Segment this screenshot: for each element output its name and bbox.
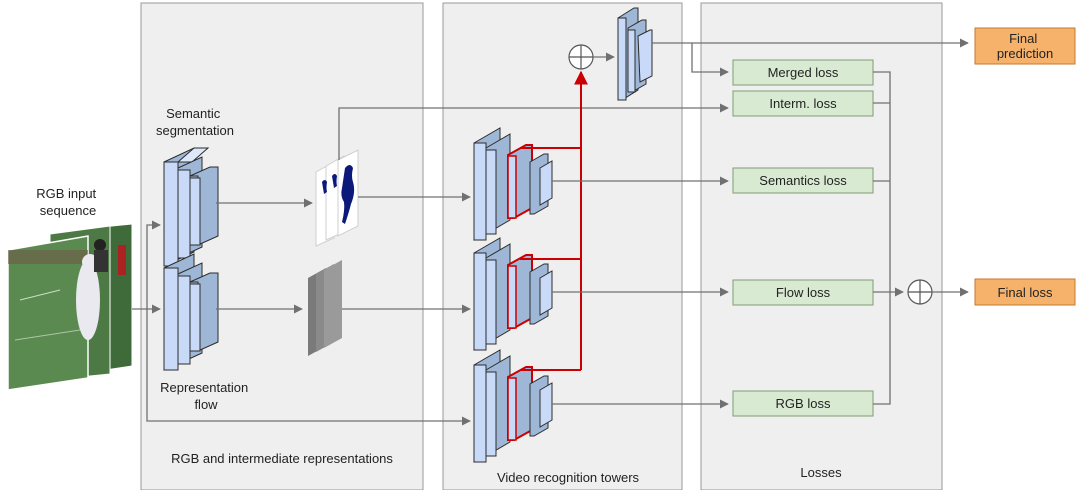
- flow-frames: [308, 260, 342, 356]
- merge-sum-node: [568, 44, 594, 70]
- tower-to-loss-arrows: [552, 38, 969, 409]
- loss-label-flow: Flow loss: [776, 285, 831, 300]
- rgb-input-label: RGB input sequence: [36, 186, 100, 218]
- merged-head: [617, 7, 653, 101]
- loss-box-rgb: RGB loss: [732, 390, 874, 417]
- final-prediction-label-line2: prediction: [997, 46, 1053, 61]
- network-output-arrows: [216, 198, 313, 314]
- representation-flow-label-line1: Representation: [160, 380, 248, 395]
- panel-caption-towers: Video recognition towers: [497, 470, 640, 485]
- final-loss-box: Final loss: [974, 278, 1076, 306]
- loss-box-merged: Merged loss: [732, 59, 874, 86]
- tower-flow: [473, 237, 553, 351]
- loss-box-flow: Flow loss: [732, 279, 874, 306]
- loss-box-semantics: Semantics loss: [732, 167, 874, 194]
- tower-input-arrows: [338, 103, 729, 314]
- loss-box-intermediate: Interm. loss: [732, 90, 874, 117]
- final-loss-label: Final loss: [998, 285, 1053, 300]
- segmentation-masks: [315, 149, 359, 247]
- final-prediction-label-line1: Final: [1009, 31, 1037, 46]
- red-merge-paths: [520, 70, 588, 371]
- panel-caption-losses: Losses: [800, 465, 842, 480]
- semantic-segmentation-label-line1: Semantic: [166, 106, 221, 121]
- rgb-input-frames: [7, 223, 133, 391]
- rgb-input-label-line2: sequence: [40, 203, 96, 218]
- flow-network: [163, 253, 219, 371]
- loss-label-merged: Merged loss: [768, 65, 839, 80]
- rgb-input-label-line1: RGB input: [36, 186, 96, 201]
- tower-rgb: [473, 349, 553, 463]
- loss-label-rgb: RGB loss: [776, 396, 831, 411]
- semantic-segmentation-label: Semantic segmentation: [156, 106, 234, 138]
- input-connectors: [132, 220, 471, 426]
- loss-sum-node: [907, 279, 933, 305]
- final-prediction-box: Final prediction: [974, 27, 1076, 65]
- panel-caption-representations: RGB and intermediate representations: [171, 451, 393, 466]
- segmentation-network: [163, 147, 219, 267]
- tower-semantics: [473, 127, 553, 241]
- loss-aggregation-lines: [873, 71, 904, 405]
- loss-label-semantics: Semantics loss: [759, 173, 847, 188]
- semantic-segmentation-label-line2: segmentation: [156, 123, 234, 138]
- representation-flow-label-line2: flow: [194, 397, 218, 412]
- final-prediction-label: Final prediction: [997, 31, 1053, 61]
- loss-label-intermediate: Interm. loss: [769, 96, 837, 111]
- representation-flow-label: Representation flow: [160, 380, 252, 412]
